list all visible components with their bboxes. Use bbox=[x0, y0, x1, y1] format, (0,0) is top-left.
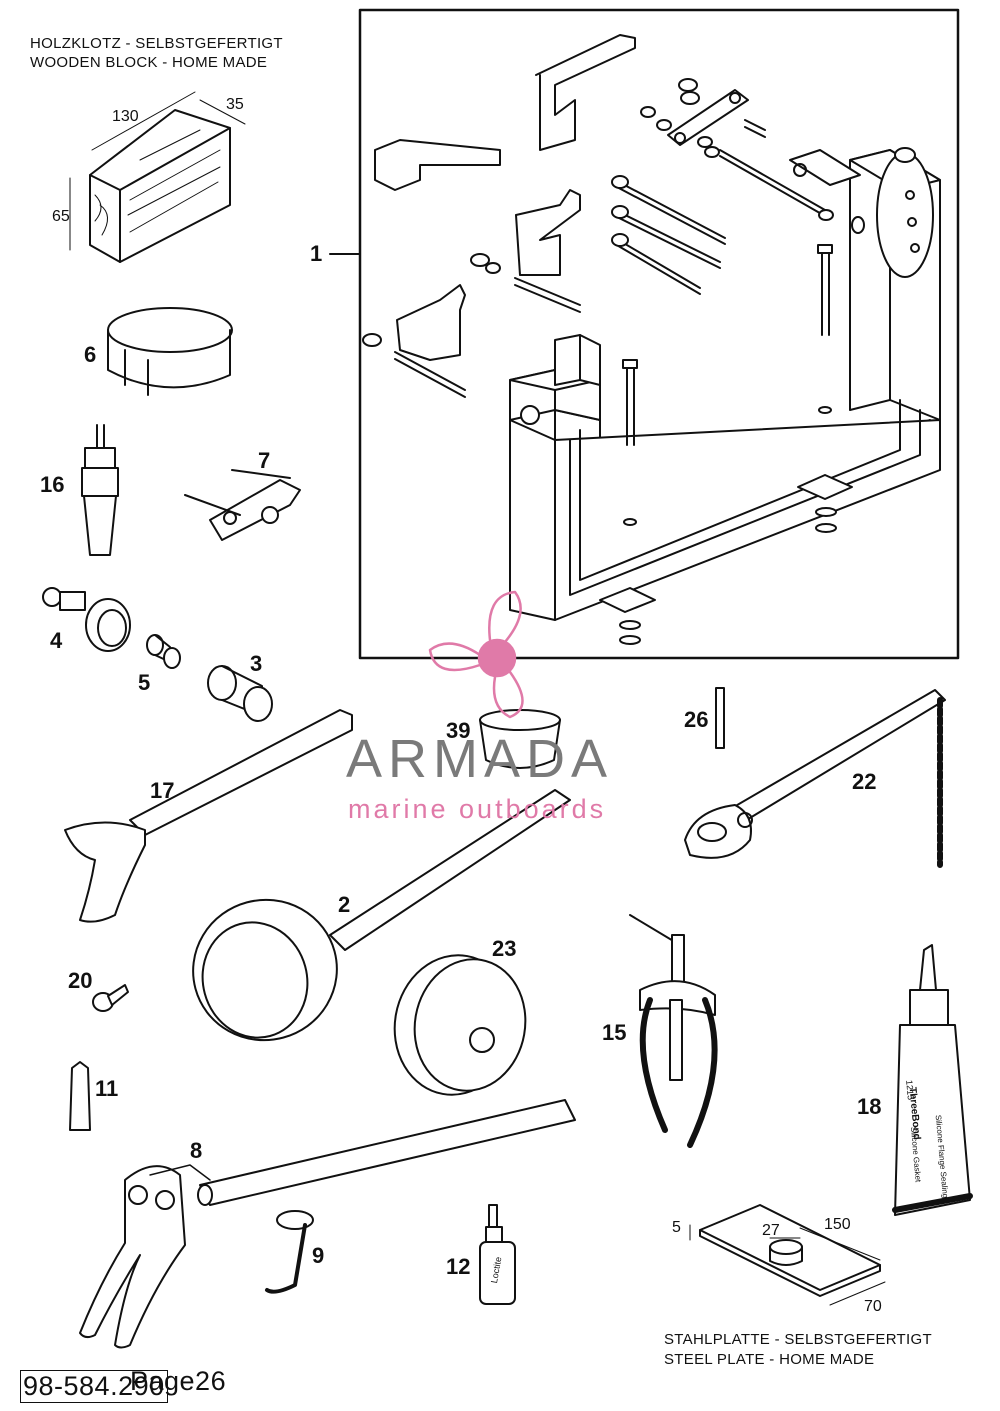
flywheel-23-drawing bbox=[393, 954, 527, 1096]
callout-9: 9 bbox=[312, 1243, 325, 1268]
holder-9-drawing bbox=[265, 1210, 314, 1294]
callout-26: 26 bbox=[684, 707, 709, 732]
logo-propeller-icon bbox=[428, 590, 524, 719]
plate-hole-dim: 27 bbox=[762, 1222, 780, 1239]
callout-18: 18 bbox=[857, 1094, 882, 1119]
tube-18-drawing bbox=[892, 944, 973, 1216]
sleeve-5-drawing bbox=[146, 634, 181, 669]
cup-39-drawing bbox=[479, 709, 561, 769]
puller-15-drawing bbox=[629, 914, 718, 1148]
adapter-4-drawing bbox=[42, 587, 131, 652]
callout-6: 6 bbox=[84, 342, 97, 367]
callout-2: 2 bbox=[338, 892, 351, 917]
holder-8-drawing bbox=[79, 1099, 576, 1349]
chain-wrench-22-drawing bbox=[684, 689, 946, 868]
plate-width-dim: 70 bbox=[864, 1298, 882, 1315]
block-width-dim: 35 bbox=[226, 96, 244, 113]
tube-code-label: 1215 bbox=[904, 1079, 916, 1101]
item-1-frame-box bbox=[358, 8, 960, 660]
logo-name: ARMADA bbox=[346, 729, 614, 789]
callout-22: 22 bbox=[852, 769, 877, 794]
pin-26-drawing bbox=[715, 687, 725, 749]
bottle-12-drawing bbox=[479, 1204, 516, 1305]
callout-11: 11 bbox=[95, 1076, 119, 1101]
callout-3: 3 bbox=[250, 651, 263, 676]
logo-tagline: marine outboards bbox=[348, 794, 607, 824]
engine-stand-drawing bbox=[362, 34, 941, 645]
callout-17: 17 bbox=[150, 778, 175, 803]
steel-plate-drawing bbox=[689, 1204, 886, 1306]
puller-16-drawing bbox=[81, 424, 119, 556]
callout-16: 16 bbox=[40, 472, 65, 497]
screw-20-drawing bbox=[92, 984, 129, 1012]
puller-7-drawing bbox=[184, 469, 301, 541]
ring-6-drawing bbox=[107, 307, 233, 396]
callout-1: 1 bbox=[310, 241, 323, 266]
plate-length-dim: 150 bbox=[824, 1216, 851, 1233]
page-number: Page26 bbox=[130, 1366, 227, 1396]
wooden-block-note-de: HOLZKLOTZ - SELBSTGEFERTIGT bbox=[30, 35, 283, 52]
sleeve-3-drawing bbox=[207, 665, 273, 722]
callout-4: 4 bbox=[50, 628, 63, 653]
holder-2-drawing bbox=[192, 789, 571, 1042]
plate-thickness-dim: 5 bbox=[672, 1219, 681, 1236]
steel-plate-note-en: STEEL PLATE - HOME MADE bbox=[664, 1351, 875, 1368]
callout-8: 8 bbox=[190, 1138, 203, 1163]
wooden-block-note-en: WOODEN BLOCK - HOME MADE bbox=[30, 54, 268, 71]
block-height-dim: 65 bbox=[52, 208, 70, 225]
tip-11-drawing bbox=[69, 1061, 91, 1131]
callout-15: 15 bbox=[602, 1020, 627, 1045]
block-length-dim: 130 bbox=[112, 108, 139, 125]
part-number: 98-584.290 bbox=[20, 1370, 168, 1403]
holder-17-drawing bbox=[64, 709, 353, 923]
callout-5: 5 bbox=[138, 670, 151, 695]
callout-12: 12 bbox=[446, 1254, 471, 1279]
callout-20: 20 bbox=[68, 968, 93, 993]
steel-plate-note-de: STAHLPLATTE - SELBSTGEFERTIGT bbox=[664, 1331, 932, 1348]
wooden-block-drawing bbox=[69, 91, 246, 263]
callout-23: 23 bbox=[492, 936, 517, 961]
callout-7: 7 bbox=[258, 448, 271, 473]
callout-39: 39 bbox=[446, 718, 471, 743]
